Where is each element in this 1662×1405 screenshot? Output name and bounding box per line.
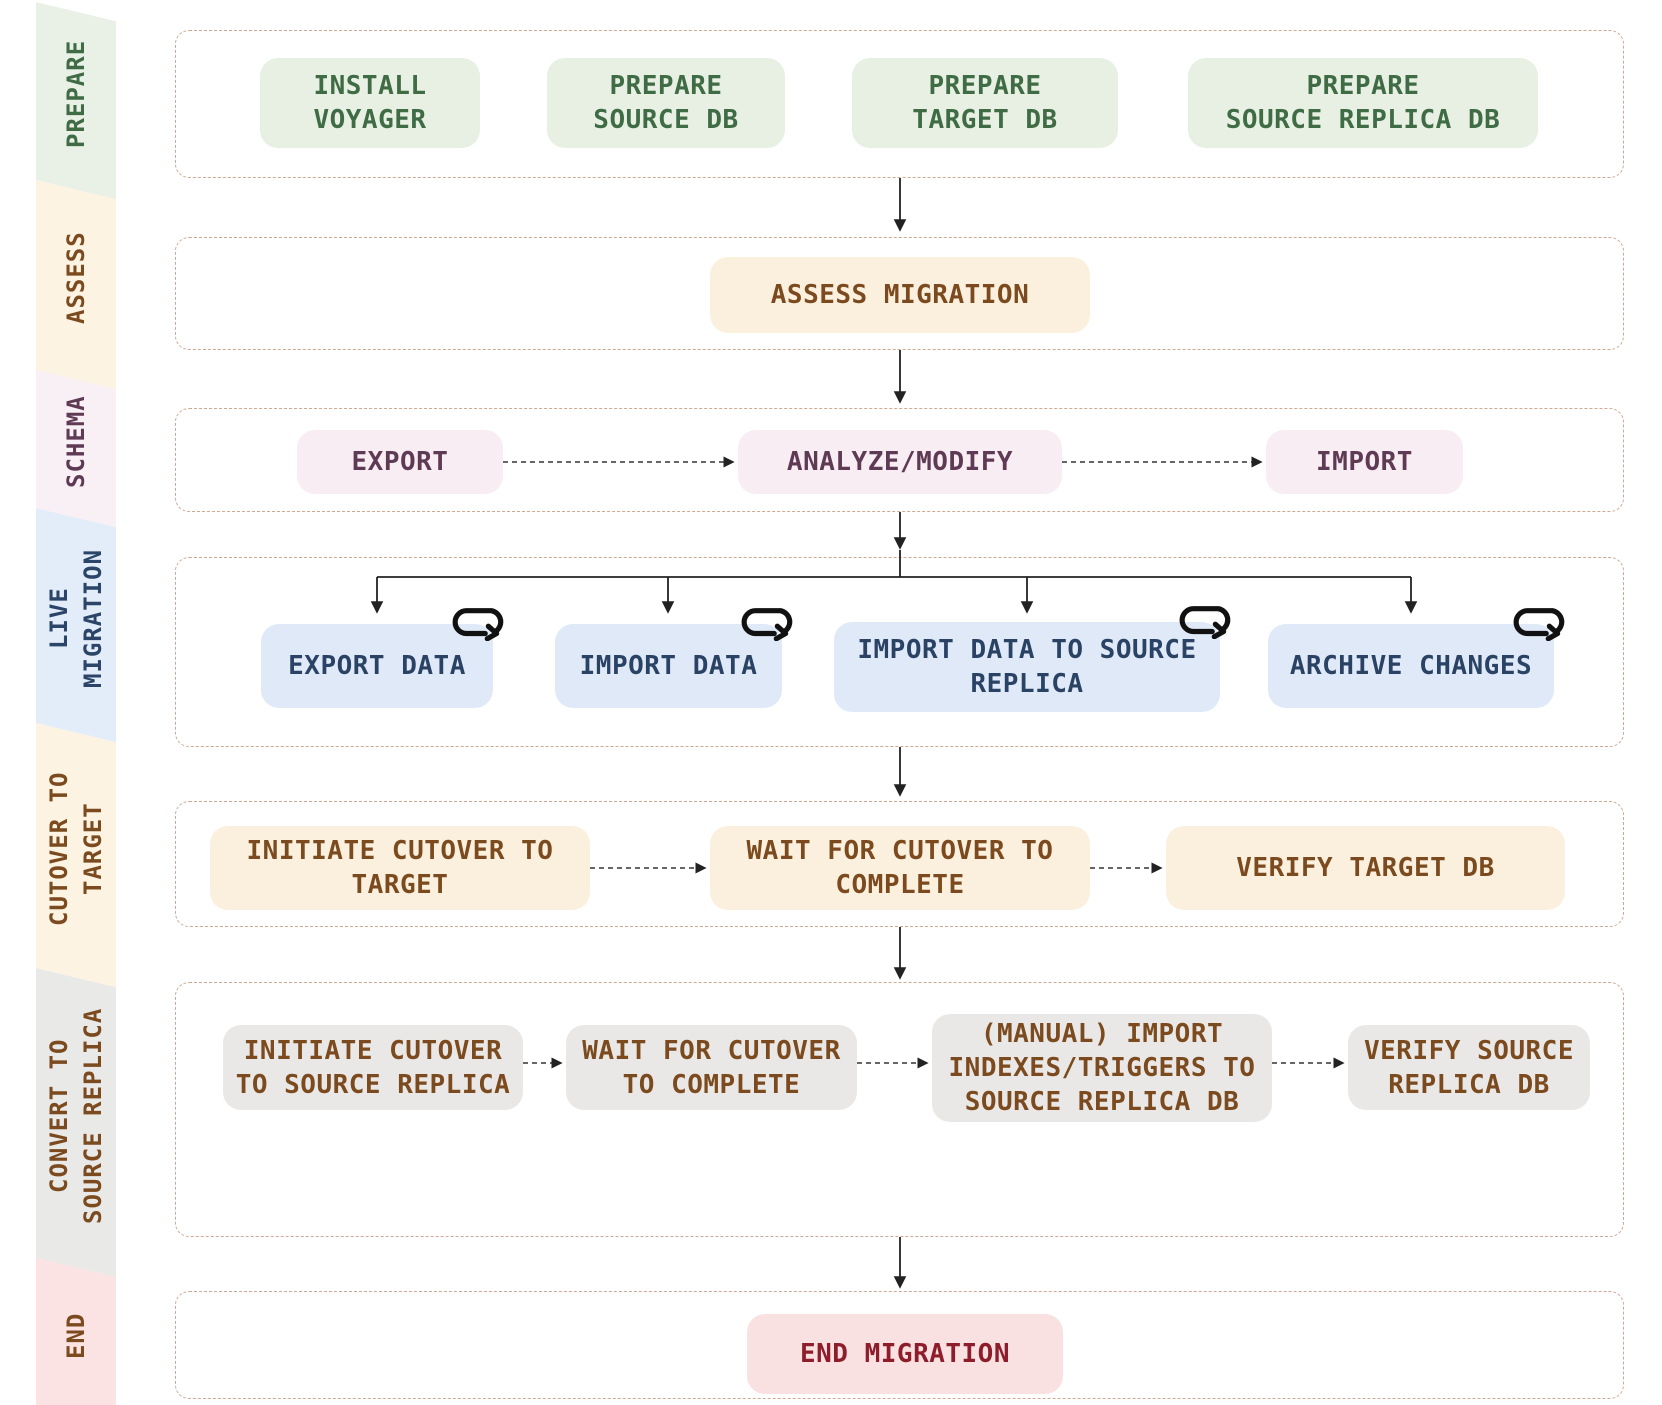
node-import-data: IMPORT DATA (555, 608, 793, 708)
node-verify-source-replica-db: VERIFY SOURCE REPLICA DB (1348, 1025, 1590, 1110)
loop-icon (741, 608, 793, 641)
phase-band-assess: ASSESS (36, 180, 116, 390)
lane-schema (175, 408, 1624, 512)
node-verify-target-db: VERIFY TARGET DB (1166, 826, 1565, 910)
phase-label: LIVE MIGRATION (45, 548, 107, 689)
node-assess-migration: ASSESS MIGRATION (710, 257, 1090, 333)
node-export-schema: EXPORT (297, 430, 503, 494)
phase-band-prepare: PREPARE (36, 2, 116, 200)
lane-assess (175, 237, 1624, 350)
node-manual-import-indexes-triggers: (MANUAL) IMPORT INDEXES/TRIGGERS TO SOUR… (932, 1014, 1272, 1122)
node-prepare-source-replica-db: PREPARE SOURCE REPLICA DB (1188, 58, 1538, 148)
phase-label: ASSESS (62, 231, 90, 325)
lane-cutover-to-target (175, 801, 1624, 927)
node-prepare-source-db: PREPARE SOURCE DB (547, 58, 785, 148)
node-import-schema: IMPORT (1266, 430, 1463, 494)
phase-band-cutover-to-target: CUTOVER TO TARGET (36, 723, 116, 988)
node-import-data-to-source-replica: IMPORT DATA TO SOURCE REPLICA (834, 606, 1231, 712)
node-label: IMPORT DATA (579, 651, 758, 681)
phase-label: CUTOVER TO TARGET (45, 771, 107, 926)
phase-label: END (62, 1312, 90, 1360)
node-archive-changes: ARCHIVE CHANGES (1268, 608, 1565, 708)
phase-band-live-migration: LIVE MIGRATION (36, 508, 116, 743)
node-wait-for-cutover-to-complete-sr: WAIT FOR CUTOVER TO COMPLETE (566, 1025, 857, 1110)
lane-end (175, 1291, 1624, 1399)
node-end-migration: END MIGRATION (747, 1314, 1063, 1394)
phase-label: CONVERT TO SOURCE REPLICA (45, 1007, 107, 1225)
node-wait-for-cutover-to-complete: WAIT FOR CUTOVER TO COMPLETE (710, 826, 1090, 910)
lane-convert-to-source-replica (175, 982, 1624, 1237)
phase-band-schema: SCHEMA (36, 370, 116, 528)
phase-band-end: END (36, 1258, 116, 1405)
node-initiate-cutover-to-source-replica: INITIATE CUTOVER TO SOURCE REPLICA (223, 1025, 523, 1110)
node-install-voyager: INSTALL VOYAGER (260, 58, 480, 148)
node-prepare-target-db: PREPARE TARGET DB (852, 58, 1118, 148)
node-initiate-cutover-to-target: INITIATE CUTOVER TO TARGET (210, 826, 590, 910)
loop-icon (1179, 606, 1231, 639)
phase-label: PREPARE (62, 39, 90, 149)
loop-icon (1513, 608, 1565, 641)
phase-band-convert-to-source-replica: CONVERT TO SOURCE REPLICA (36, 968, 116, 1278)
node-analyze-modify: ANALYZE/MODIFY (738, 430, 1062, 494)
phase-label: SCHEMA (62, 395, 90, 489)
lane-prepare (175, 30, 1624, 178)
loop-icon (452, 608, 504, 641)
node-label: EXPORT DATA (288, 651, 466, 681)
node-export-data: EXPORT DATA (261, 608, 504, 708)
node-label: ARCHIVE CHANGES (1289, 651, 1533, 681)
node-label: IMPORT DATA TO SOURCE REPLICA (857, 635, 1197, 699)
